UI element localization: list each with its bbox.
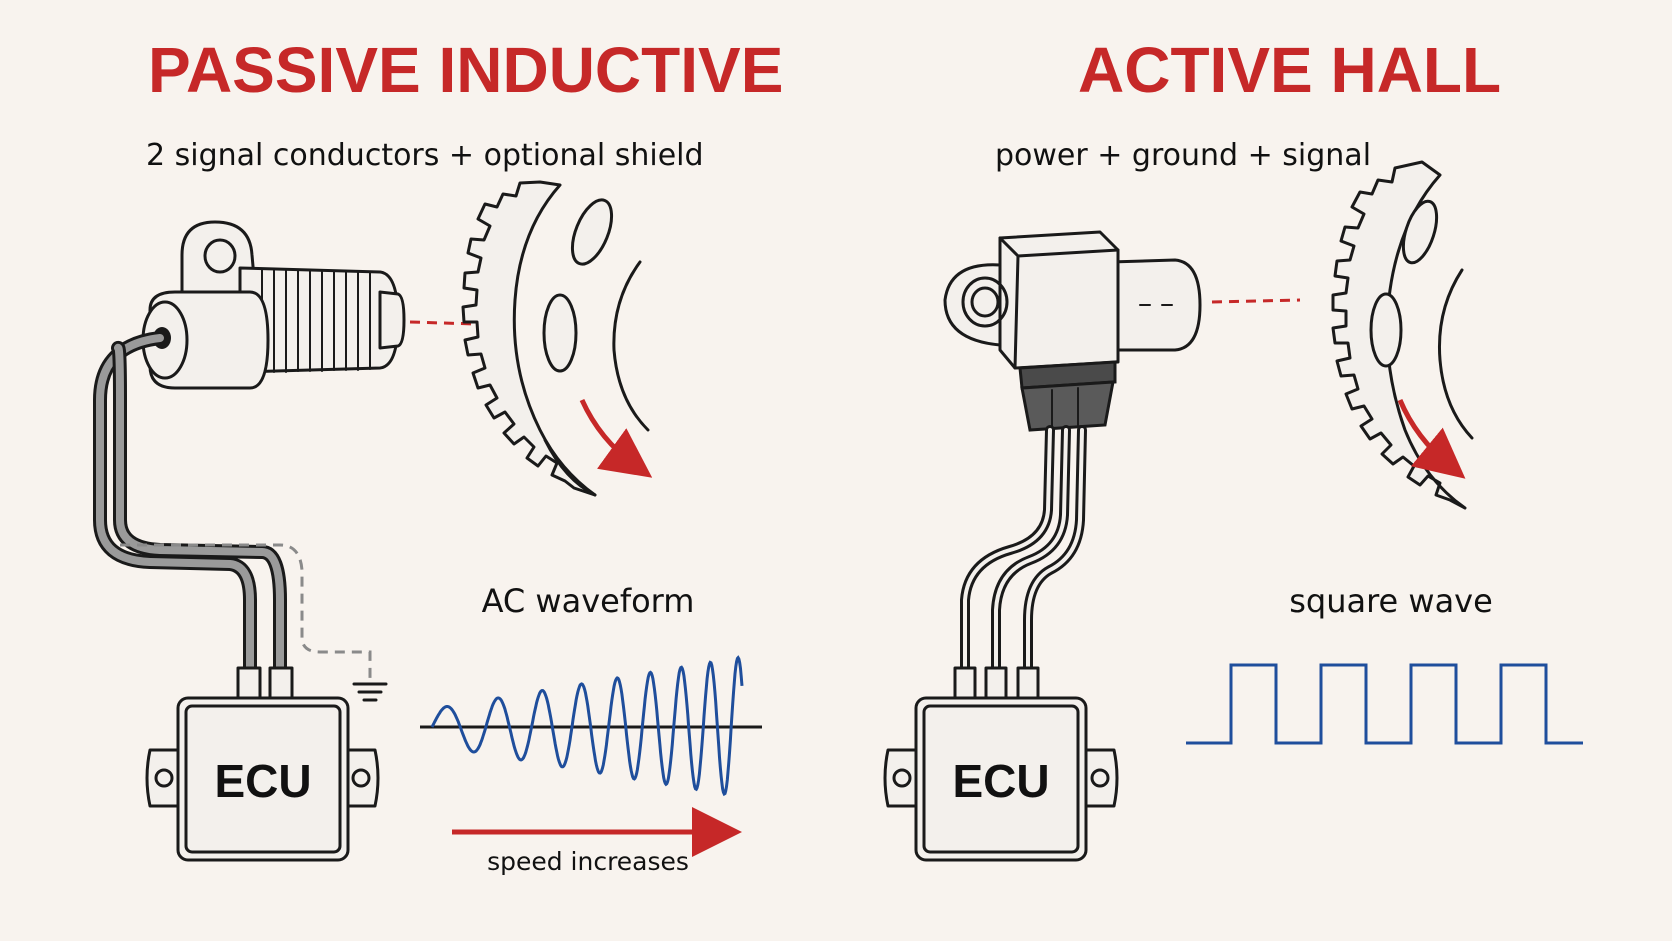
ecu-box: [914, 696, 1088, 862]
hall-connector-collar: [1018, 360, 1117, 390]
rotation-arrow-icon: [1397, 399, 1466, 479]
ground-symbol-icon: [352, 682, 388, 702]
active-subtitle: power + ground + signal: [995, 138, 1371, 173]
ecu-mount-tab: [343, 748, 380, 808]
speed-increases-label: speed increases: [487, 847, 689, 876]
active-ecu-label: ECU: [952, 755, 1049, 807]
wheel-hub-arc: [1438, 268, 1474, 440]
passive-tone-wheel: [461, 180, 653, 497]
ecu-mount-tab: [145, 748, 182, 808]
passive-panel: PASSIVE INDUCTIVE 2 signal conductors + …: [93, 34, 783, 876]
passive-subtitle: 2 signal conductors + optional shield: [146, 138, 704, 173]
air-gap-line: [409, 320, 477, 326]
passive-ecu-label: ECU: [214, 755, 311, 807]
passive-cable: [93, 331, 388, 702]
hall-connector: [1020, 380, 1115, 432]
mount-hole: [203, 238, 237, 274]
wheel-hub-arc: [612, 260, 650, 432]
active-ecu: ECU: [883, 666, 1119, 862]
ac-wave-trace: [430, 655, 744, 797]
ac-waveform-label: AC waveform: [482, 582, 695, 620]
hall-housing: [998, 230, 1120, 370]
active-tone-wheel: [1331, 160, 1474, 510]
ac-waveform: AC waveform speed increases: [420, 582, 762, 876]
hall-probe: [1108, 258, 1202, 352]
ecu-pin: [236, 666, 262, 702]
ecu-pin: [953, 666, 977, 702]
air-gap-line: [1211, 298, 1301, 304]
square-wave-label: square wave: [1289, 582, 1493, 620]
active-panel: ACTIVE HALL power + ground + signal: [883, 34, 1583, 862]
active-title: ACTIVE HALL: [1078, 34, 1501, 106]
wheel-slot: [542, 293, 578, 373]
ecu-pin: [268, 666, 294, 702]
wheel-slot: [570, 198, 614, 266]
ecu-mount-tab: [1082, 748, 1119, 808]
rotation-arrow-icon: [579, 398, 653, 478]
inductive-sensor: [141, 220, 406, 390]
ecu-box: [176, 696, 350, 862]
square-wave-trace: [1186, 663, 1583, 745]
hall-sensor: [943, 230, 1202, 432]
wheel-slot: [1369, 292, 1403, 368]
ecu-pin: [984, 666, 1008, 702]
wheel-slot: [1401, 199, 1439, 265]
active-cable: [960, 425, 1087, 677]
passive-title: PASSIVE INDUCTIVE: [148, 34, 783, 106]
ecu-pin: [1016, 666, 1040, 702]
passive-ecu: ECU: [145, 666, 380, 862]
ecu-mount-tab: [883, 748, 920, 808]
square-waveform: square wave: [1186, 582, 1583, 745]
sensor-mount-ear: [180, 220, 258, 302]
sensor-tip: [378, 290, 406, 350]
